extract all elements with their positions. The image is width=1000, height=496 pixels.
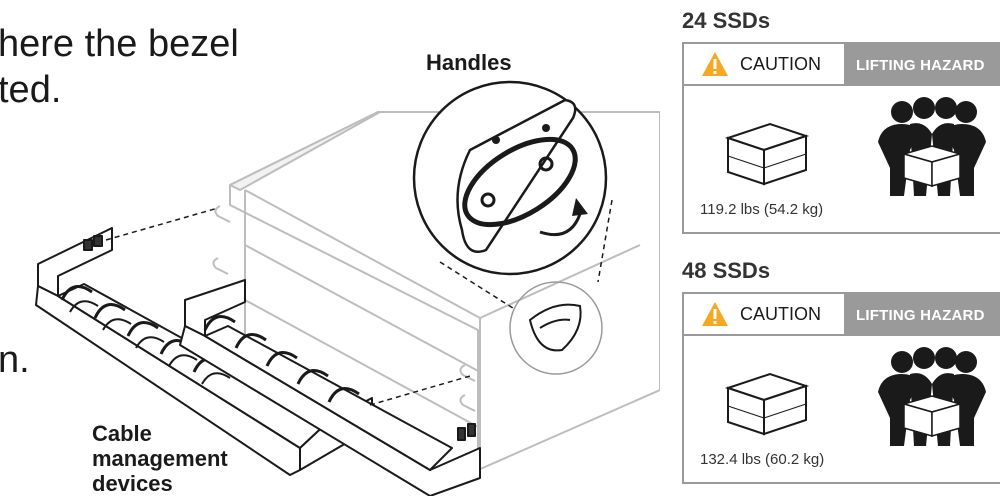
handle-zoom-callout [412, 80, 608, 276]
warning-title-48: 48 SSDs [682, 258, 771, 283]
instruction-line-3: n. [0, 339, 30, 381]
hazard-cell: LIFTING HAZARD [844, 44, 1000, 86]
cable-label-line-3: devices [92, 471, 173, 496]
chassis-diagram [35, 80, 660, 496]
handle-small [509, 281, 603, 375]
box-icon [724, 372, 810, 436]
caution-text: CAUTION [740, 303, 821, 324]
warning-card-header: CAUTION LIFTING HAZARD [684, 294, 1000, 336]
weight-text: 132.4 lbs (60.2 kg) [700, 451, 825, 468]
four-person-lift-icon [878, 347, 986, 446]
cable-label-line-2: management [92, 446, 228, 471]
hazard-text: LIFTING HAZARD [856, 306, 985, 324]
cable-label-line-1: Cable [92, 421, 152, 446]
warning-triangle-icon [702, 52, 728, 76]
box-icon [724, 122, 810, 186]
hazard-cell: LIFTING HAZARD [844, 294, 1000, 336]
warning-card-24: CAUTION LIFTING HAZARD 119.2 lbs (54.2 k… [682, 42, 1000, 234]
hazard-text: LIFTING HAZARD [856, 56, 985, 74]
weight-text: 119.2 lbs (54.2 kg) [700, 201, 824, 218]
cable-management-arm-right [179, 279, 481, 496]
alignment-lines [105, 199, 613, 406]
caution-text: CAUTION [740, 53, 821, 74]
caution-cell: CAUTION [684, 44, 844, 86]
warning-triangle-icon [702, 302, 728, 326]
handles-label: Handles [426, 50, 512, 75]
instruction-line-2: ted. [0, 69, 62, 111]
warning-card-48: CAUTION LIFTING HAZARD 132.4 lbs (60.2 k… [682, 292, 1000, 484]
warning-title-24: 24 SSDs [682, 8, 771, 33]
four-person-lift-icon [878, 97, 986, 196]
caution-cell: CAUTION [684, 294, 844, 336]
warning-card-header: CAUTION LIFTING HAZARD [684, 44, 1000, 86]
instruction-line-1: here the bezel [0, 23, 239, 65]
